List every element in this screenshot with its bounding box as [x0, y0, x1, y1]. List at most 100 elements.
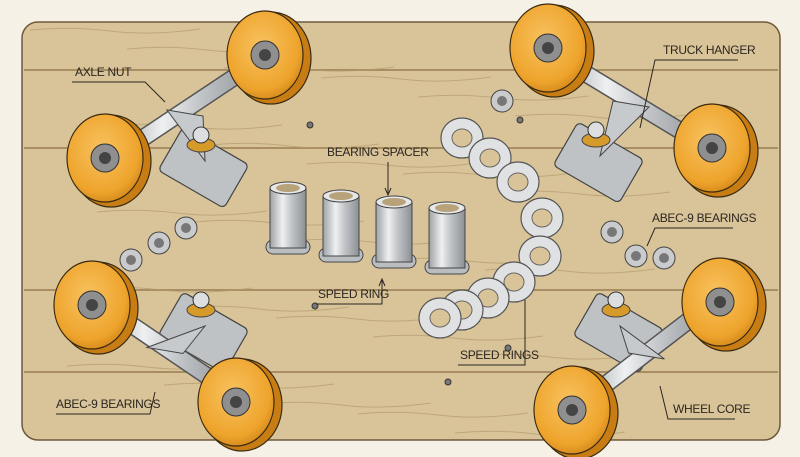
- spacer-hole: [435, 204, 459, 212]
- hanger-body: [619, 324, 665, 360]
- label-truck-hanger: TRUCK HANGER: [663, 43, 756, 57]
- spacer-tube: [269, 187, 307, 249]
- wheel-bore: [86, 299, 98, 311]
- wheel: [53, 260, 139, 355]
- wheel-bore: [259, 49, 271, 61]
- leader-arrow: [56, 391, 156, 415]
- leader-line: [316, 280, 383, 305]
- speed-ring: [518, 235, 562, 277]
- spacer-tube: [322, 195, 360, 257]
- bearing-inner: [659, 253, 669, 263]
- baseplate: [159, 293, 248, 373]
- arrow-head-icon: [378, 277, 386, 287]
- parts-layer: [53, 3, 767, 457]
- wheel: [66, 113, 152, 208]
- wheel: [197, 357, 283, 452]
- wheel-bore: [714, 296, 726, 308]
- axle-nut: [192, 126, 210, 144]
- abec-bearing: [652, 246, 676, 270]
- wheel-bore: [542, 42, 554, 54]
- leader-line: [72, 81, 166, 103]
- speed-ring: [520, 197, 564, 239]
- screw-hole: [444, 378, 452, 386]
- screw-hole: [516, 116, 524, 124]
- bearing-inner: [154, 238, 164, 248]
- wheel: [673, 103, 759, 198]
- callout-truck-hanger: TRUCK HANGER: [639, 43, 756, 129]
- screw-hole: [306, 121, 314, 129]
- wood-grain: [260, 401, 432, 408]
- wood-grain: [208, 142, 380, 149]
- label-axle-nut: AXLE NUT: [75, 65, 132, 79]
- wheel: [226, 10, 312, 105]
- ring-hole: [479, 148, 501, 168]
- speed-ring: [418, 297, 462, 339]
- abec-bearing: [624, 244, 648, 268]
- bearing-inner: [181, 223, 191, 233]
- wood-grain: [357, 411, 529, 418]
- wheel-bore: [566, 404, 578, 416]
- leader-arrow: [646, 227, 733, 247]
- speed-ring: [496, 161, 540, 203]
- wheel-bore: [230, 396, 242, 408]
- label-wheel-core: WHEEL CORE: [673, 402, 751, 416]
- label-speed-ring: SPEED RING: [318, 287, 389, 301]
- bearing-spacer: [424, 201, 470, 275]
- ring-hole: [507, 172, 529, 192]
- abec-bearing: [490, 89, 514, 113]
- label-speed-rings: SPEED RINGS: [460, 348, 539, 362]
- wood-grain: [305, 161, 477, 168]
- leader-arrow: [659, 385, 735, 420]
- leader-line: [639, 59, 738, 129]
- spacer-tube: [428, 207, 466, 269]
- bearing-inner: [126, 255, 136, 265]
- axle-nut: [587, 121, 605, 139]
- hanger-body: [145, 324, 207, 355]
- callout-wheel-core: WHEEL CORE: [659, 385, 751, 420]
- wood-grain: [320, 75, 492, 82]
- label-bearing-spacer: BEARING SPACER: [327, 145, 429, 159]
- wheel-bore: [706, 142, 718, 154]
- ring-hole: [531, 208, 553, 228]
- ring-hole: [429, 308, 451, 328]
- callout-speed-ring: SPEED RING: [316, 277, 389, 305]
- baseplate: [159, 128, 248, 208]
- screw-hole: [504, 344, 512, 352]
- wheel: [533, 365, 619, 457]
- wheel-bore: [99, 152, 111, 164]
- label-abec-bearings-left: ABEC-9 BEARINGS: [56, 397, 160, 411]
- label-abec-bearings-right: ABEC-9 BEARINGS: [652, 211, 756, 225]
- axle-nut: [192, 291, 210, 309]
- wheel: [509, 3, 595, 98]
- callout-abec-bearings-left: ABEC-9 BEARINGS: [56, 391, 161, 415]
- arrow-head-icon: [384, 187, 392, 197]
- bearing-inner: [631, 251, 641, 261]
- ring-hole: [451, 128, 473, 148]
- ring-hole: [503, 272, 525, 292]
- leader-line: [458, 300, 526, 366]
- callout-axle-nut: AXLE NUT: [72, 65, 166, 103]
- bearing-inner: [497, 96, 507, 106]
- bearing-inner: [607, 227, 617, 237]
- axle-nut: [607, 291, 625, 309]
- callout-speed-rings: SPEED RINGS: [458, 300, 539, 366]
- wheel: [681, 257, 767, 352]
- abec-bearing: [600, 220, 624, 244]
- spacer-hole: [382, 198, 406, 206]
- speed-ring: [468, 137, 512, 179]
- bearing-spacer: [318, 189, 364, 263]
- callout-abec-bearings-right: ABEC-9 BEARINGS: [646, 211, 757, 247]
- spacer-hole: [276, 184, 300, 192]
- abec-bearing: [147, 231, 171, 255]
- bearing-spacer: [371, 195, 417, 269]
- wood-grain: [29, 27, 201, 34]
- wood-grain: [275, 315, 447, 322]
- callout-bearing-spacer: BEARING SPACER: [327, 145, 430, 197]
- wood-grain: [96, 209, 268, 216]
- wood-grain: [372, 334, 544, 341]
- spacer-tube: [375, 201, 413, 263]
- abec-bearing: [119, 248, 143, 272]
- ring-hole: [529, 246, 551, 266]
